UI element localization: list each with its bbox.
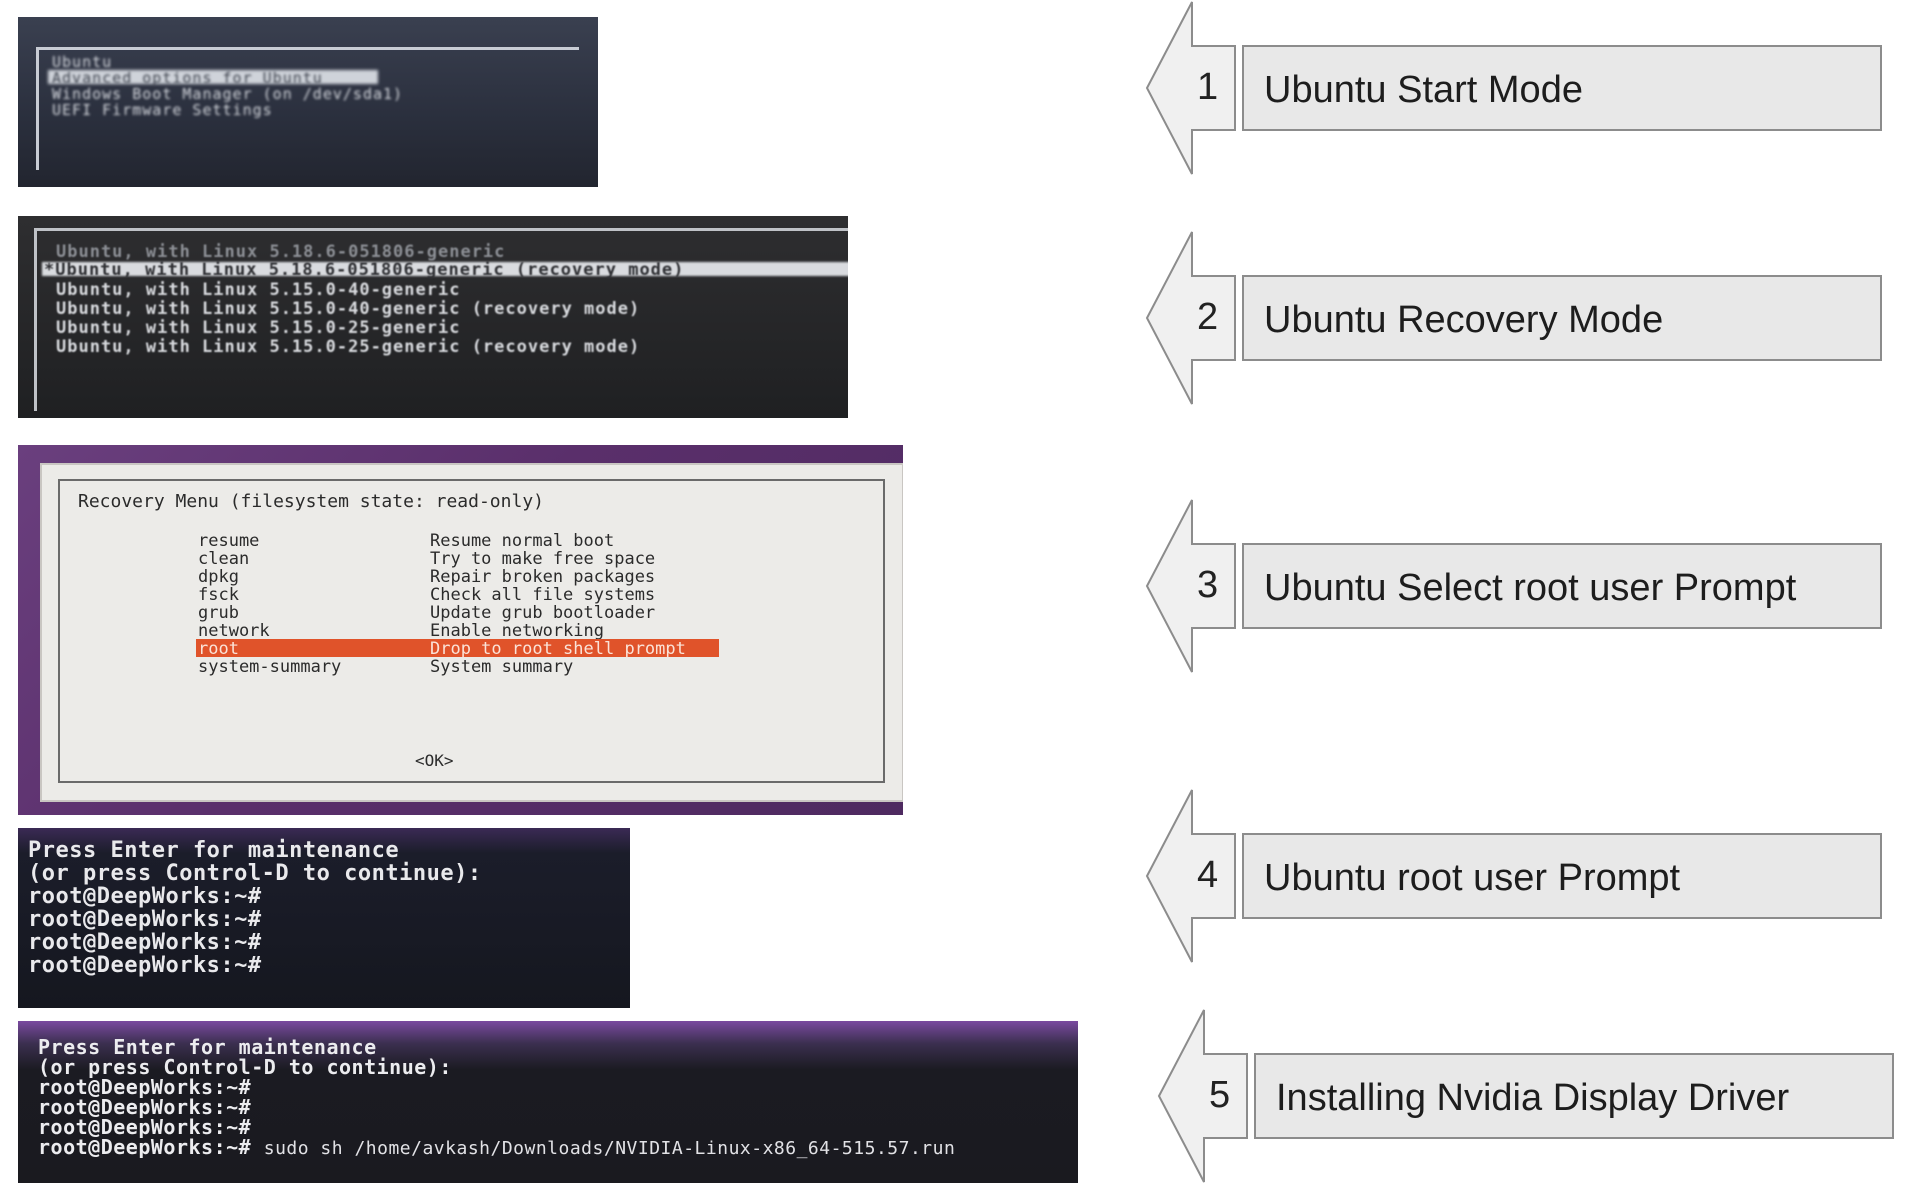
- recovery-item-key: resume: [198, 531, 260, 551]
- recovery-item-key: system-summary: [198, 657, 342, 677]
- ok-button: <OK>: [415, 751, 454, 770]
- grub-advanced-highlight: [42, 262, 848, 276]
- driver-install-screenshot: Press Enter for maintenance (or press Co…: [18, 1021, 1078, 1183]
- recovery-menu-screenshot: Recovery Menu (filesystem state: read-on…: [18, 445, 903, 815]
- step-2: 2 Ubuntu Recovery Mode: [1145, 230, 1905, 405]
- step-number: 2: [1197, 296, 1219, 338]
- step-label-box: Ubuntu Start Mode: [1242, 45, 1882, 131]
- recovery-menu-inner-frame: Recovery Menu (filesystem state: read-on…: [58, 479, 885, 783]
- step-label-box: Ubuntu root user Prompt: [1242, 833, 1882, 919]
- root-prompt-screenshot: Press Enter for maintenance (or press Co…: [18, 828, 630, 1008]
- recovery-item-desc: Repair broken packages: [430, 567, 656, 587]
- kernel-entry: Ubuntu, with Linux 5.15.0-25-generic (re…: [56, 337, 641, 357]
- recovery-item-key: clean: [198, 549, 250, 569]
- terminal-line: root@DeepWorks:~#: [28, 930, 262, 955]
- recovery-item-desc: System summary: [430, 657, 574, 677]
- recovery-item-key: network: [198, 621, 270, 641]
- grub-menu-item: Advanced options for Ubuntu: [52, 69, 323, 87]
- step-number: 1: [1197, 66, 1219, 108]
- left-arrow-icon: [1145, 1, 1236, 175]
- left-arrow-icon: [1145, 499, 1236, 673]
- recovery-menu-item: network Enable networking: [60, 621, 883, 641]
- terminal-line: root@DeepWorks:~#: [38, 1075, 252, 1099]
- left-arrow-icon: [1145, 789, 1236, 963]
- recovery-item-key: dpkg: [198, 567, 239, 587]
- recovery-menu-title: Recovery Menu (filesystem state: read-on…: [78, 491, 544, 512]
- step-3: 3 Ubuntu Select root user Prompt: [1145, 498, 1905, 673]
- recovery-menu-panel: Recovery Menu (filesystem state: read-on…: [40, 463, 903, 802]
- kernel-entry: Ubuntu, with Linux 5.18.6-051806-generic: [56, 242, 506, 262]
- grub-selection-highlight: [48, 70, 378, 84]
- recovery-item-desc: Update grub bootloader: [430, 603, 656, 623]
- terminal-line: Press Enter for maintenance: [38, 1035, 377, 1059]
- terminal-line: root@DeepWorks:~#: [28, 884, 262, 909]
- recovery-item-desc: Check all file systems: [430, 585, 656, 605]
- recovery-menu-item: system-summary System summary: [60, 657, 883, 677]
- step-label: Ubuntu Recovery Mode: [1264, 299, 1664, 341]
- grub-menu-item: Ubuntu: [52, 53, 113, 71]
- prompt: root@DeepWorks:~#: [38, 1135, 252, 1159]
- grub-menu-item: Windows Boot Manager (on /dev/sda1): [52, 85, 404, 103]
- step-label: Ubuntu root user Prompt: [1264, 857, 1681, 899]
- left-arrow-icon: [1157, 1009, 1248, 1183]
- terminal-line: root@DeepWorks:~#: [38, 1095, 252, 1119]
- recovery-item-desc: Enable networking: [430, 621, 604, 641]
- step-label: Ubuntu Select root user Prompt: [1264, 567, 1797, 609]
- recovery-menu-item: dpkg Repair broken packages: [60, 567, 883, 587]
- terminal-line: (or press Control-D to continue):: [28, 861, 482, 886]
- step-1: 1 Ubuntu Start Mode: [1145, 0, 1905, 175]
- recovery-item-key: fsck: [198, 585, 239, 605]
- recovery-item-desc: Drop to root shell prompt: [430, 639, 686, 659]
- kernel-entry: Ubuntu, with Linux 5.15.0-40-generic: [56, 280, 461, 300]
- step-label-box: Installing Nvidia Display Driver: [1254, 1053, 1894, 1139]
- step-number: 4: [1197, 854, 1219, 896]
- terminal-line: root@DeepWorks:~#: [28, 907, 262, 932]
- selection-highlight: [196, 639, 719, 657]
- recovery-item-desc: Resume normal boot: [430, 531, 615, 551]
- step-label-box: Ubuntu Recovery Mode: [1242, 275, 1882, 361]
- terminal-command-line: root@DeepWorks:~# sudo sh /home/avkash/D…: [38, 1135, 955, 1159]
- grub-menu-frame: [36, 47, 579, 170]
- step-label: Ubuntu Start Mode: [1264, 69, 1583, 111]
- terminal-line: Press Enter for maintenance: [28, 838, 400, 863]
- recovery-item-key: grub: [198, 603, 239, 623]
- step-5: 5 Installing Nvidia Display Driver: [1157, 1008, 1907, 1183]
- step-number: 5: [1209, 1074, 1231, 1116]
- kernel-entry: Ubuntu, with Linux 5.15.0-40-generic (re…: [56, 299, 641, 319]
- terminal-line: root@DeepWorks:~#: [38, 1115, 252, 1139]
- step-number: 3: [1197, 564, 1219, 606]
- install-command: sudo sh /home/avkash/Downloads/NVIDIA-Li…: [263, 1138, 956, 1159]
- step-label-box: Ubuntu Select root user Prompt: [1242, 543, 1882, 629]
- kernel-entry: Ubuntu, with Linux 5.15.0-25-generic: [56, 318, 461, 338]
- terminal-line: (or press Control-D to continue):: [38, 1055, 452, 1079]
- recovery-menu-item-selected: root Drop to root shell prompt: [60, 639, 883, 659]
- left-arrow-icon: [1145, 231, 1236, 405]
- grub-menu-item: UEFI Firmware Settings: [52, 101, 273, 119]
- kernel-entry-selected: *Ubuntu, with Linux 5.18.6-051806-generi…: [44, 260, 685, 280]
- terminal-line: root@DeepWorks:~#: [28, 953, 262, 978]
- step-4: 4 Ubuntu root user Prompt: [1145, 788, 1905, 963]
- recovery-menu-item: resume Resume normal boot: [60, 531, 883, 551]
- step-label: Installing Nvidia Display Driver: [1276, 1077, 1790, 1119]
- recovery-menu-item: clean Try to make free space: [60, 549, 883, 569]
- recovery-menu-item: fsck Check all file systems: [60, 585, 883, 605]
- grub-start-menu-screenshot: Ubuntu Advanced options for Ubuntu Windo…: [18, 17, 598, 187]
- recovery-item-key: root: [198, 639, 239, 659]
- recovery-item-desc: Try to make free space: [430, 549, 656, 569]
- grub-advanced-options-screenshot: Ubuntu, with Linux 5.18.6-051806-generic…: [18, 216, 848, 418]
- recovery-menu-item: grub Update grub bootloader: [60, 603, 883, 623]
- grub-advanced-frame: [34, 228, 848, 411]
